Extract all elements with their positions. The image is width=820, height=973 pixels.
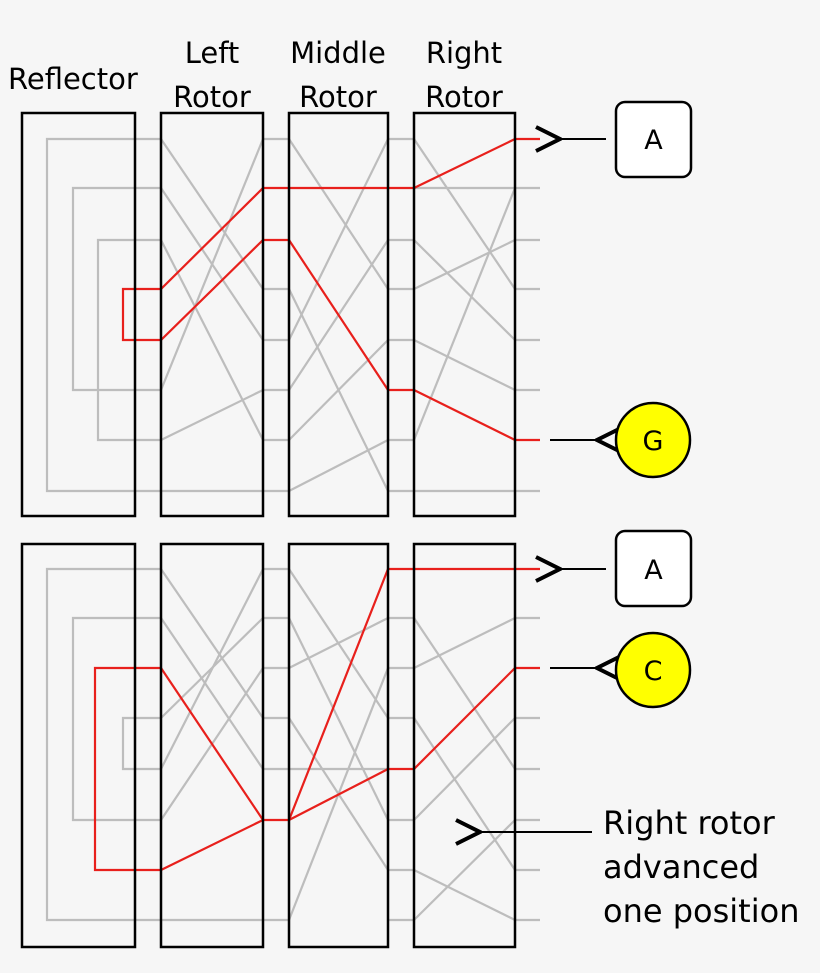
- top-panel: A G: [20, 100, 693, 518]
- bottom-right-rotor-box: [412, 542, 517, 949]
- top-lamp-g-label: G: [643, 426, 664, 457]
- bottom-key-a-label: A: [644, 555, 663, 586]
- top-gray-wiring: [45, 137, 540, 493]
- middle-rotor-label-line2: Rotor: [299, 80, 377, 114]
- bottom-signal-path: [93, 567, 540, 872]
- top-left-rotor-box: [159, 111, 265, 518]
- right-rotor-label-line2: Rotor: [425, 80, 503, 114]
- bottom-gray-wiring: [45, 567, 540, 922]
- left-rotor-label-line1: Left: [185, 36, 240, 70]
- bottom-key-a: [614, 529, 693, 608]
- annotation-line1: Right rotor: [603, 804, 776, 842]
- bottom-lamp-c-label: C: [644, 656, 663, 687]
- bottom-left-rotor-box: [159, 542, 265, 949]
- bottom-panel: A C: [20, 529, 693, 949]
- top-right-rotor-box: [412, 111, 517, 518]
- top-reflector-box: [20, 111, 137, 518]
- top-lamp-g: [614, 401, 692, 479]
- annotation-line2: advanced: [603, 848, 759, 886]
- bottom-lamp-c: [614, 631, 692, 709]
- top-middle-rotor-box: [287, 111, 390, 518]
- top-key-a: [614, 100, 693, 179]
- bottom-middle-rotor-box: [287, 542, 390, 949]
- bottom-reflector-box: [20, 542, 137, 949]
- top-key-a-label: A: [644, 125, 663, 156]
- middle-rotor-label-line1: Middle: [290, 36, 386, 70]
- annotation-line3: one position: [603, 892, 799, 930]
- left-rotor-label-line2: Rotor: [173, 80, 251, 114]
- right-rotor-label-line1: Right: [426, 36, 502, 70]
- reflector-label: Reflector: [8, 62, 138, 96]
